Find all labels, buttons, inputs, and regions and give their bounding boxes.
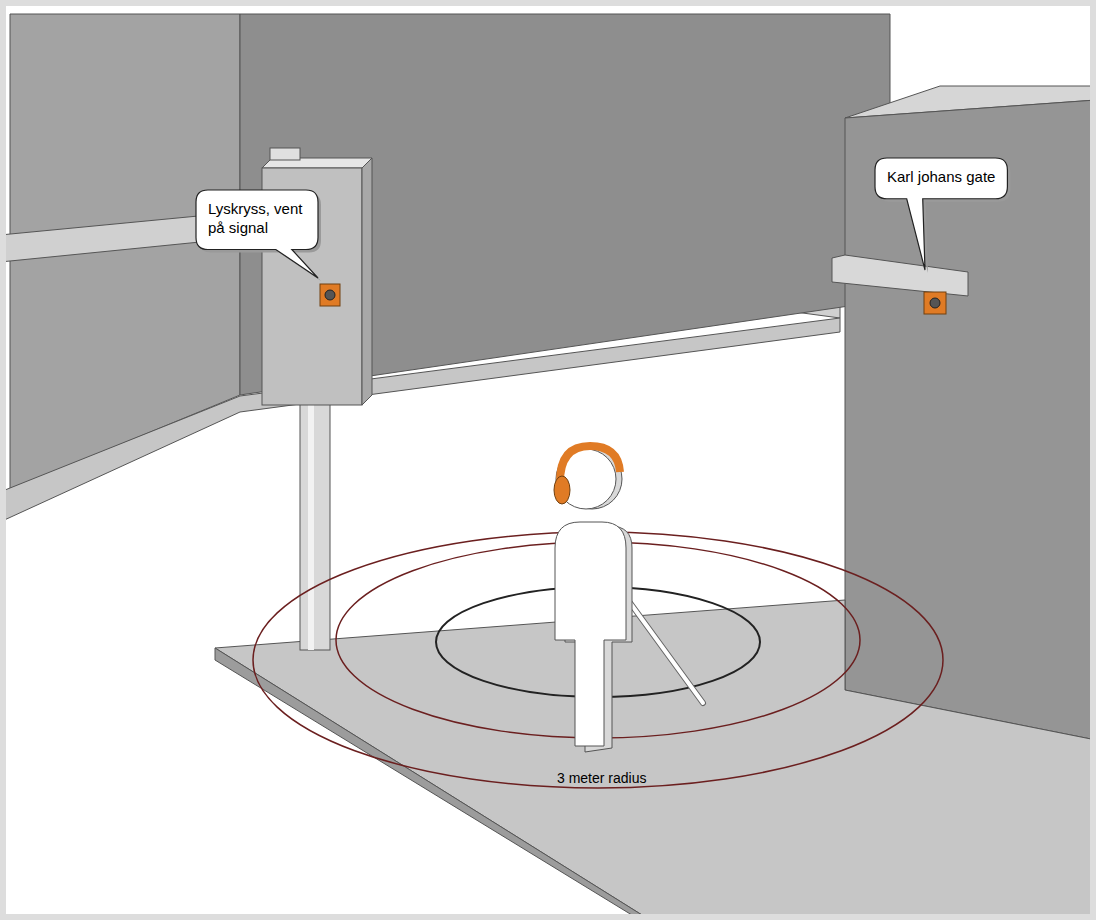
box-cap <box>270 148 300 160</box>
building-right <box>845 100 1096 740</box>
bubble-shape <box>196 190 318 278</box>
signal-pole <box>300 395 330 650</box>
speech-bubble: Lyskryss, vent på signal <box>196 190 318 250</box>
headphone-cup <box>554 476 570 504</box>
bubble-shadow <box>878 161 1010 273</box>
headphones <box>560 446 620 482</box>
person-figure <box>555 522 626 746</box>
beacon <box>320 284 340 306</box>
white-cane <box>628 600 703 703</box>
box-side <box>362 158 372 405</box>
bubble-text: Lyskryss, vent på signal <box>208 200 306 238</box>
speech-bubble: Karl johans gate <box>875 158 1007 199</box>
bubble-shape <box>875 158 1007 270</box>
beacon <box>924 292 946 314</box>
beacon-speaker <box>930 298 940 308</box>
street-sign <box>832 255 968 296</box>
ground-slab <box>215 600 1096 920</box>
radius-label: 3 meter radius <box>557 770 646 786</box>
white-cane <box>628 600 703 703</box>
beacon-speaker <box>325 290 335 300</box>
bubble-text: Karl johans gate <box>887 168 995 187</box>
pole-highlight <box>308 395 314 650</box>
